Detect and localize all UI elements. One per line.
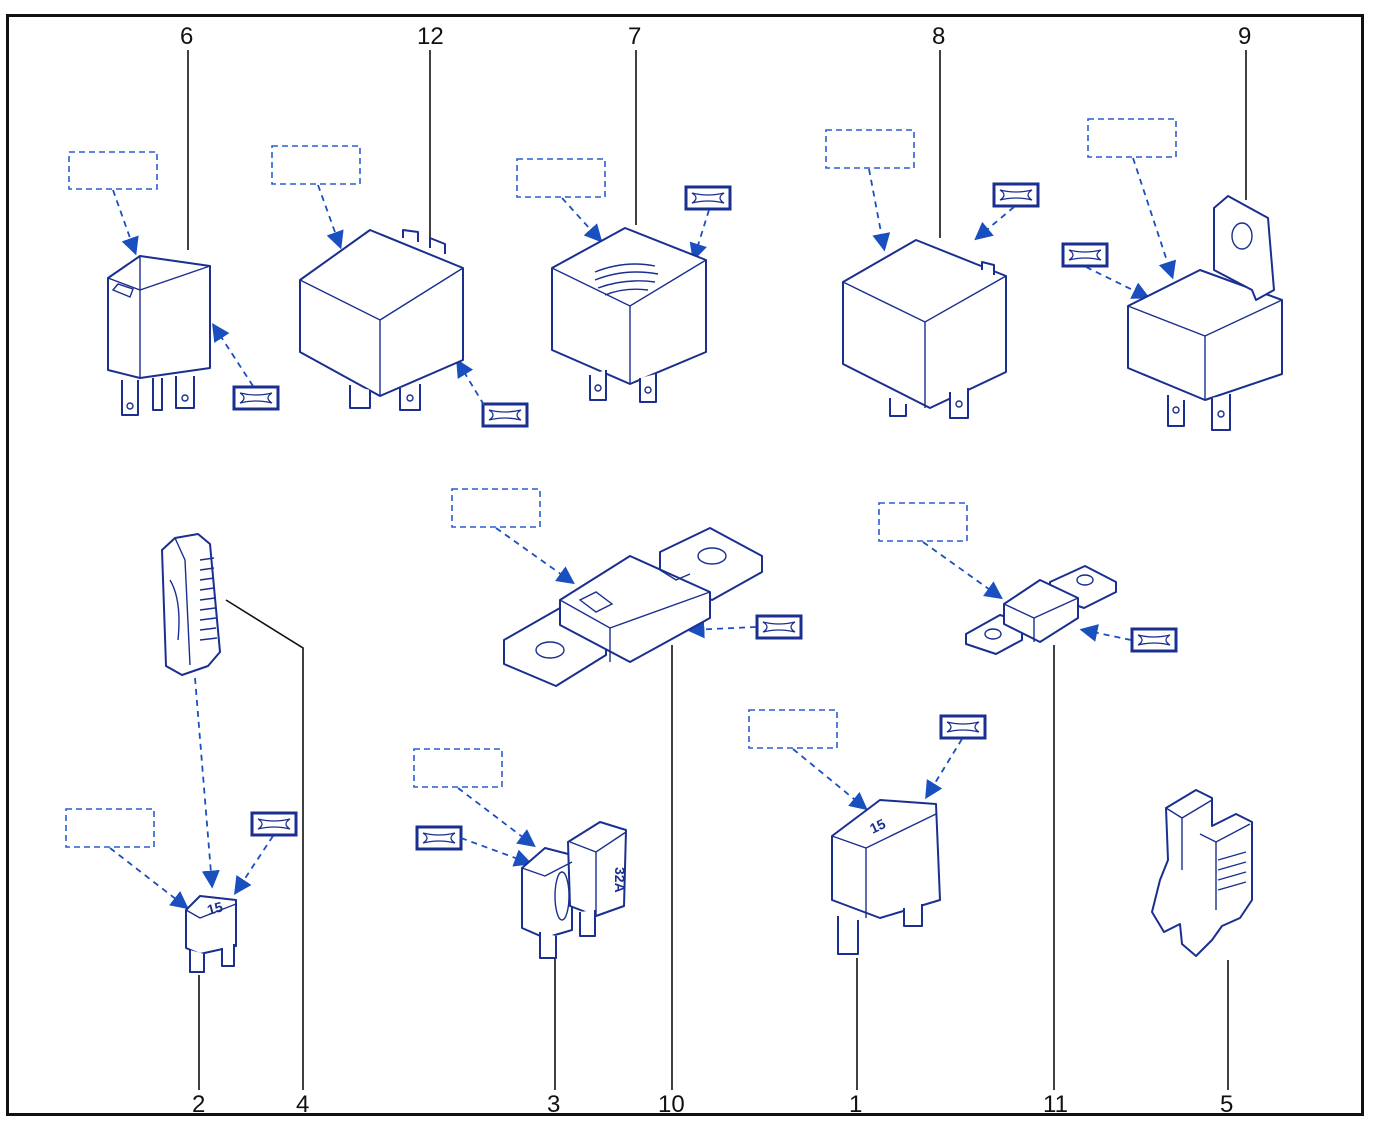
relay-8: [842, 239, 1007, 419]
relay-7: [551, 227, 707, 403]
diagram-frame: [6, 14, 1364, 1116]
mega-fuse-11: [965, 565, 1117, 655]
relay-9: [1127, 195, 1283, 431]
leader-lines: [187, 50, 1247, 1090]
mega-fuse-10: [503, 527, 763, 687]
callout-11: 11: [1043, 1091, 1068, 1118]
callout-12: 12: [417, 23, 444, 50]
relay-6: [107, 255, 211, 416]
callout-6: 6: [180, 23, 193, 50]
label-boxes: [65, 118, 1177, 848]
callout-10: 10: [658, 1091, 685, 1118]
standard-fuse-3: 32A: [521, 821, 628, 959]
callout-1: 1: [849, 1091, 862, 1118]
callout-5: 5: [1220, 1091, 1233, 1118]
fuse-puller-4: [161, 533, 221, 676]
callout-2: 2: [192, 1091, 205, 1118]
callout-3: 3: [547, 1091, 560, 1118]
callout-8: 8: [932, 23, 945, 50]
callout-7: 7: [628, 23, 641, 50]
mini-fuse-2: 15: [185, 895, 237, 973]
standard-fuse-marking: 32A: [612, 867, 628, 893]
callout-9: 9: [1238, 23, 1251, 50]
pointer-arrows: [109, 157, 1177, 910]
fuse-clip-5: [1151, 789, 1253, 957]
maxi-fuse-marking: 15: [867, 815, 888, 836]
maxi-fuse-1: 15: [831, 799, 941, 955]
relay-12: [299, 229, 464, 411]
mini-fuse-marking: 15: [205, 898, 224, 918]
callout-4: 4: [296, 1091, 309, 1118]
